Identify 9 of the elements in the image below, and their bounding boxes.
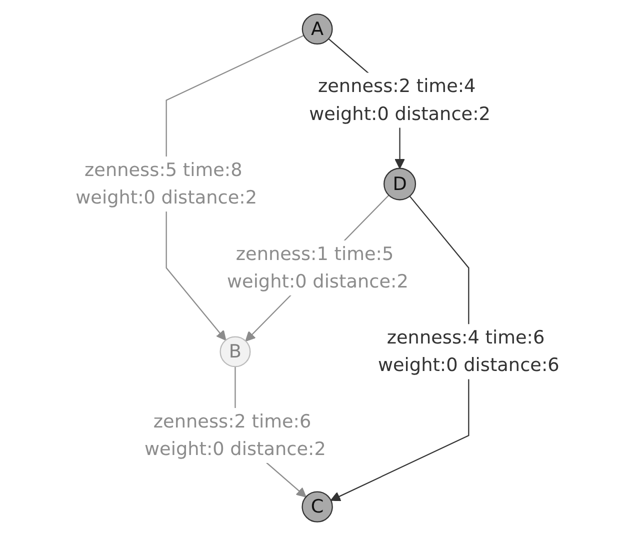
edge-label: zenness:2 time:6 weight:0 distance:2 xyxy=(144,410,326,460)
node-circle: C xyxy=(302,491,333,522)
node-circle: A xyxy=(302,14,333,45)
edge-label: zenness:5 time:8 weight:0 distance:2 xyxy=(76,158,258,208)
edge-label: zenness:4 time:6 weight:0 distance:6 xyxy=(378,326,560,376)
edge-label: zenness:1 time:5 weight:0 distance:2 xyxy=(227,242,408,292)
edge-label: zenness:2 time:4 weight:0 distance:2 xyxy=(309,74,490,124)
node-circle: D xyxy=(384,168,416,200)
node-circle: B xyxy=(220,336,251,368)
